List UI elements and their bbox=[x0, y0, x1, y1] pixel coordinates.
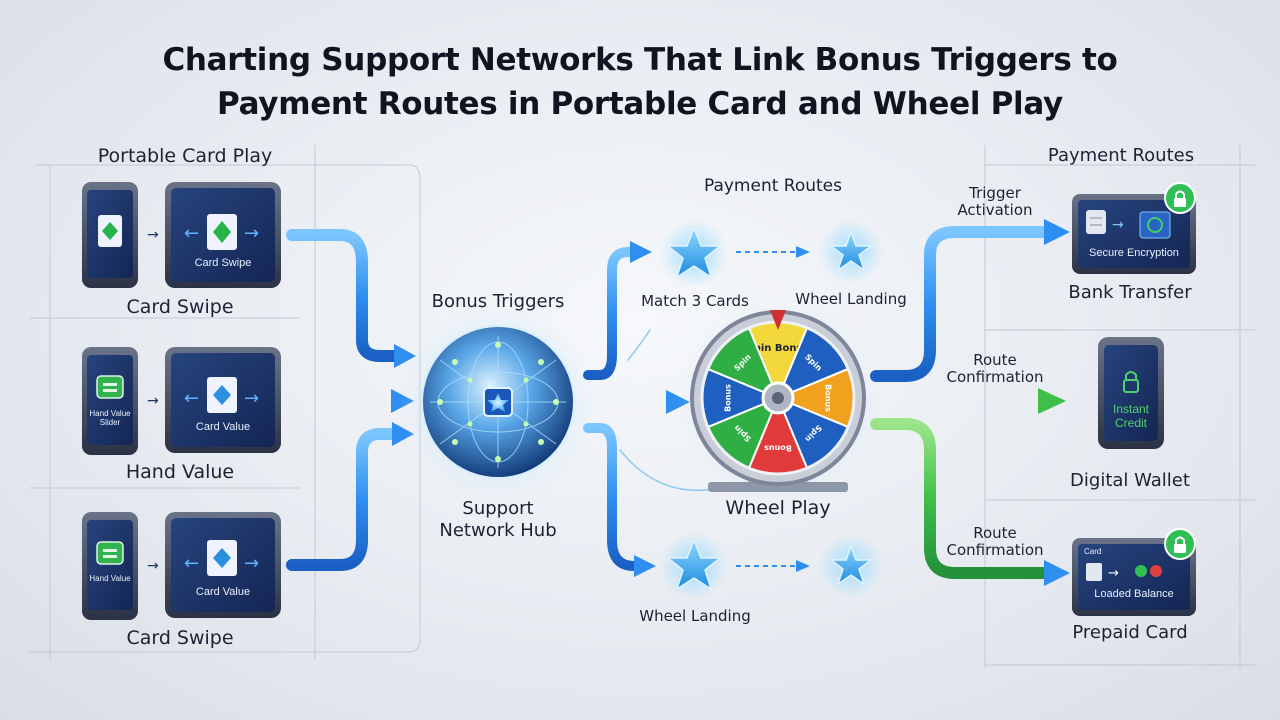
wheel-play-label: Wheel Play bbox=[725, 497, 831, 519]
page-title: Charting Support Networks That Link Bonu… bbox=[0, 38, 1280, 126]
phone-text-row-3: Hand Value bbox=[89, 574, 131, 583]
to-payment-routes-arrows bbox=[870, 219, 1070, 586]
secure-encryption-text: Secure Encryption bbox=[1089, 247, 1179, 259]
tablet-text-row-1: Card Swipe bbox=[194, 257, 252, 269]
svg-text:←: ← bbox=[184, 223, 199, 244]
bank-transfer-label: Bank Transfer bbox=[1068, 282, 1192, 303]
digital-wallet-device bbox=[1098, 337, 1164, 449]
phone-text-row-2: Hand Value Slider bbox=[89, 409, 131, 427]
route-confirmation-1-line-1: Route bbox=[973, 351, 1017, 369]
left-device-row-2: → ← → bbox=[82, 347, 281, 455]
star-wheel-landing-top bbox=[819, 220, 883, 284]
support-network-hub bbox=[400, 304, 596, 500]
hub-label-line-2: Network Hub bbox=[439, 520, 557, 541]
left-device-row-3: → ← → bbox=[82, 512, 281, 620]
wheel-segment-label: Bonus bbox=[724, 384, 733, 412]
route-confirmation-label-1: Route Confirmation bbox=[940, 352, 1050, 386]
portable-card-play-heading: Portable Card Play bbox=[97, 145, 273, 167]
match-3-cards-label: Match 3 Cards bbox=[641, 292, 749, 310]
svg-text:→: → bbox=[1112, 217, 1124, 233]
spin-wheel: Spin BonusSpinBonusSpinBonusSpinBonusSpi… bbox=[678, 298, 878, 498]
digital-wallet-label: Digital Wallet bbox=[1070, 470, 1190, 491]
bank-transfer-device: → bbox=[1072, 182, 1196, 274]
svg-text:→: → bbox=[244, 553, 259, 574]
title-line-2: Payment Routes in Portable Card and Whee… bbox=[217, 86, 1063, 122]
prepaid-card-device: → bbox=[1072, 528, 1196, 616]
wheel-segment-label: Spin Bonus bbox=[746, 343, 809, 354]
bonus-triggers-label: Bonus Triggers bbox=[431, 291, 565, 312]
route-confirmation-2-line-1: Route bbox=[973, 524, 1017, 542]
star-wheel-landing-bottom bbox=[660, 532, 728, 600]
route-confirmation-label-2: Route Confirmation bbox=[940, 525, 1050, 559]
tablet-text-row-2: Card Value bbox=[195, 421, 251, 433]
wheel-segment-label: Bonus bbox=[764, 444, 792, 453]
svg-text:→: → bbox=[244, 388, 259, 409]
prepaid-card-top-text: Card bbox=[1084, 547, 1102, 556]
star-wheel-landing-bottom-right bbox=[819, 534, 883, 598]
instant-credit-line-2: Credit bbox=[1114, 416, 1147, 430]
svg-text:→: → bbox=[147, 227, 159, 243]
title-line-1: Charting Support Networks That Link Bonu… bbox=[162, 42, 1118, 78]
trigger-activation-label: Trigger Activation bbox=[940, 185, 1050, 219]
device-label-row-1: Card Swipe bbox=[126, 296, 234, 318]
support-network-hub-label: Support Network Hub bbox=[408, 498, 588, 542]
wheel-landing-top-label: Wheel Landing bbox=[795, 290, 907, 308]
svg-text:→: → bbox=[244, 223, 259, 244]
route-confirmation-1-line-2: Confirmation bbox=[946, 368, 1044, 386]
svg-text:→: → bbox=[147, 393, 159, 409]
svg-text:→: → bbox=[147, 558, 159, 574]
device-label-row-3: Card Swipe bbox=[126, 627, 234, 649]
star-connectors bbox=[736, 251, 798, 567]
middle-payment-routes-heading: Payment Routes bbox=[703, 176, 843, 196]
wheel-landing-bottom-label: Wheel Landing bbox=[639, 607, 751, 625]
wheel-segment-label: Bonus bbox=[824, 384, 833, 412]
device-label-row-2: Hand Value bbox=[125, 461, 235, 483]
loaded-balance-text: Loaded Balance bbox=[1094, 588, 1174, 600]
left-to-hub-arrows bbox=[286, 229, 416, 571]
star-match-3-cards bbox=[660, 220, 728, 288]
left-device-row-1: → ← → bbox=[82, 182, 281, 288]
right-payment-routes-heading: Payment Routes bbox=[1047, 145, 1195, 166]
svg-text:→: → bbox=[1108, 566, 1119, 581]
hub-label-line-1: Support bbox=[462, 498, 534, 519]
trigger-activation-line-1: Trigger bbox=[969, 184, 1021, 202]
trigger-activation-line-2: Activation bbox=[957, 201, 1033, 219]
svg-text:←: ← bbox=[184, 388, 199, 409]
prepaid-card-label: Prepaid Card bbox=[1072, 622, 1188, 643]
hub-to-payment-routes-arrows bbox=[582, 241, 721, 577]
instant-credit-text: Instant Credit bbox=[1104, 402, 1158, 430]
tablet-text-row-3: Card Value bbox=[195, 586, 251, 598]
instant-credit-line-1: Instant bbox=[1112, 402, 1150, 416]
svg-text:←: ← bbox=[184, 553, 199, 574]
route-confirmation-2-line-2: Confirmation bbox=[946, 541, 1044, 559]
